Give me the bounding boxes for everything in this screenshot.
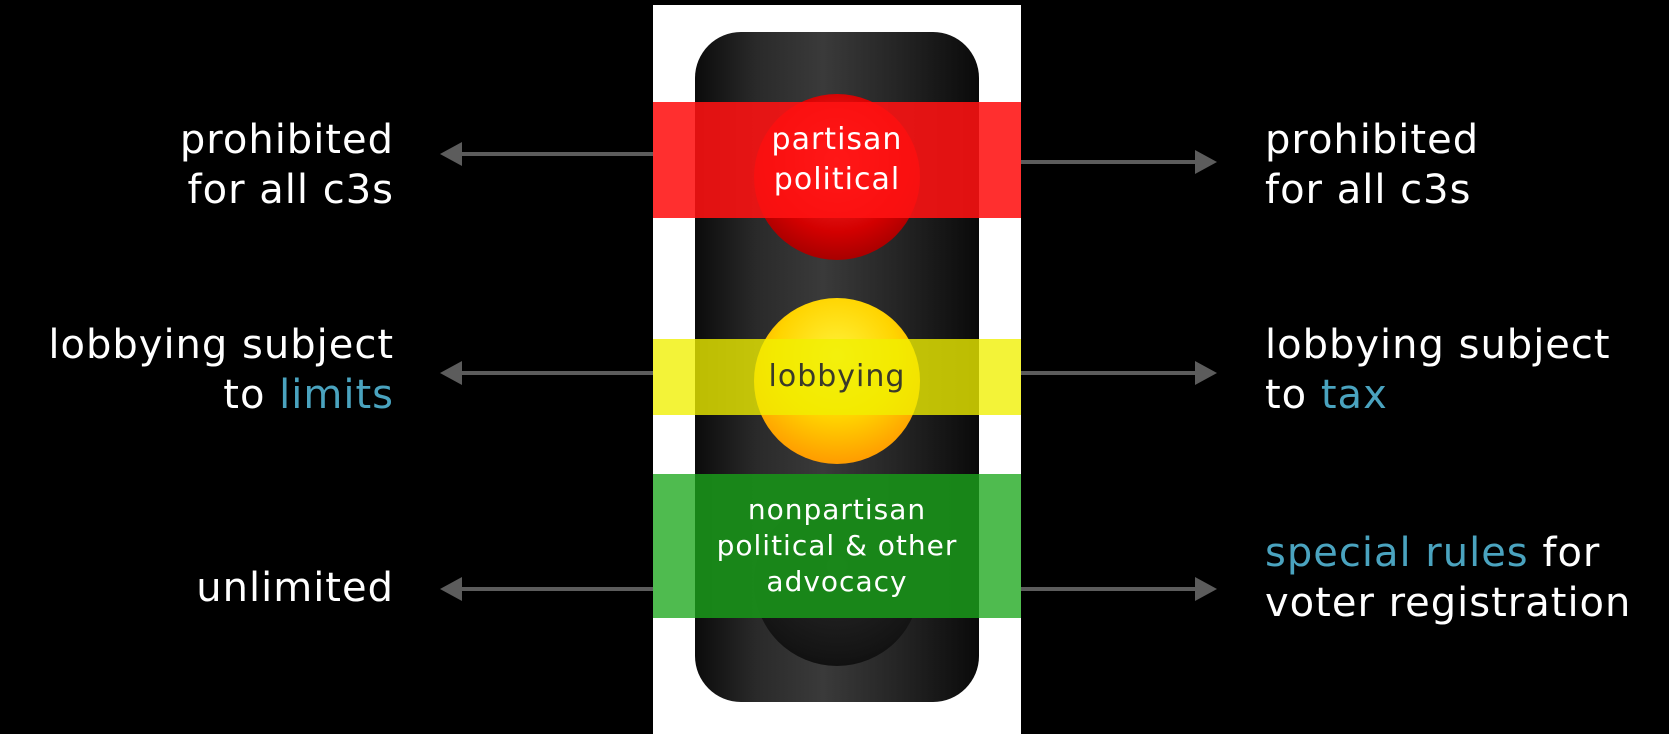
yellow-band-label: lobbying [768,359,906,394]
left-red-line2: for all c3s [187,167,394,213]
arrow-icon-left-green [440,577,653,601]
traffic-light-panel: partisan political lobbying nonpartisan … [653,5,1021,734]
green-band-label: nonpartisan political & other advocacy [717,492,958,600]
left-yellow-line2: to limits [48,370,394,420]
yellow-band: lobbying [653,339,1021,415]
right-green-line1-accent: special rules [1265,530,1529,576]
right-yellow-line2: to tax [1265,370,1611,420]
right-green-line2: voter registration [1265,580,1632,626]
right-red-text: prohibited for all c3s [1265,115,1479,215]
left-red-line1: prohibited [179,117,394,163]
left-yellow-line2-accent: limits [279,372,394,418]
green-band-shade [695,474,979,618]
left-yellow-text: lobbying subject to limits [48,320,394,420]
left-yellow-line2-prefix: to [223,372,280,418]
right-green-line1: special rules for [1265,528,1631,578]
left-red-text: prohibited for all c3s [180,115,394,215]
left-yellow-line1: lobbying subject [48,322,394,368]
green-band: nonpartisan political & other advocacy [653,474,1021,618]
arrow-icon-right-red [1021,150,1217,174]
green-band-label-line2: political & other [716,529,958,562]
arrow-icon-left-yellow [440,361,653,385]
arrow-icon-left-red [440,142,653,166]
arrow-icon-right-green [1021,577,1217,601]
left-green-line1: unlimited [196,565,394,611]
red-band-label-line1: partisan [771,122,903,157]
red-band: partisan political [653,102,1021,218]
right-green-line1-suffix: for [1528,530,1601,576]
green-band-label-line3: advocacy [766,565,908,598]
right-yellow-line1: lobbying subject [1265,322,1611,368]
red-band-label: partisan political [772,120,903,200]
right-red-line2: for all c3s [1265,167,1472,213]
left-green-text: unlimited [196,563,394,613]
right-yellow-line2-accent: tax [1320,372,1388,418]
arrow-icon-right-yellow [1021,361,1217,385]
right-green-text: special rules for voter registration [1265,528,1631,628]
red-band-label-line2: political [773,162,901,197]
green-band-label-line1: nonpartisan [747,493,927,526]
right-red-line1: prohibited [1265,117,1480,163]
right-yellow-text: lobbying subject to tax [1265,320,1611,420]
right-yellow-line2-prefix: to [1265,372,1321,418]
